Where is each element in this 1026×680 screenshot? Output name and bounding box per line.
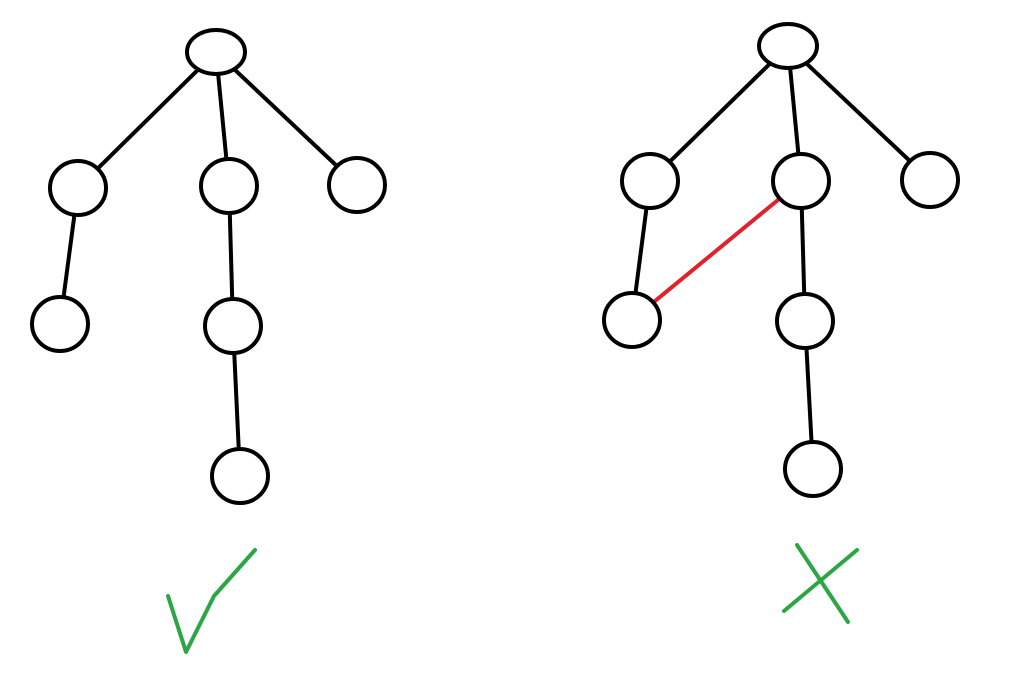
invalid-tree-extra-edge-grandchild-left-to-child-middle [651,196,782,305]
valid-tree-edge-root-to-child-middle [216,71,229,162]
valid-tree-node-child-middle [199,157,259,215]
cross-icon [782,543,859,624]
invalid-tree-edge-child-left-to-grandchild-left [633,205,649,296]
invalid-tree-node-child-middle [771,152,831,210]
invalid-tree-node-grandchild-left [602,291,662,349]
invalid-tree-node-root [757,22,819,70]
edges-layer [61,61,912,452]
valid-tree-node-child-right [327,156,387,214]
checkmark-icon [166,548,257,654]
cross-icon-stroke-2 [782,548,859,613]
invalid-tree-edge-root-to-child-right [804,61,912,164]
invalid-tree-node-grandchild-middle [775,292,835,350]
invalid-tree-edge-grandchild-middle-to-great-grandchild [804,345,814,445]
valid-tree-node-great-grandchild [210,447,270,505]
nodes-layer [30,22,960,505]
valid-tree-node-root [185,28,247,76]
invalid-tree-edge-child-middle-to-grandchild-middle [799,205,807,297]
invalid-tree-node-child-left [620,152,680,210]
invalid-tree-node-great-grandchild [783,440,843,498]
valid-tree-edge-root-to-child-right [232,67,339,169]
verdict-marks-layer [166,543,859,654]
valid-tree-edge-child-left-to-grandchild-left [61,212,77,300]
invalid-tree-edge-root-to-child-middle [788,65,801,157]
invalid-tree-node-child-right [900,151,960,209]
valid-tree-node-child-left [48,159,108,217]
invalid-tree-edge-root-to-child-left [667,61,773,164]
cross-icon-stroke-1 [795,543,850,624]
valid-tree-node-grandchild-left [30,295,90,353]
valid-tree-edge-grandchild-middle-to-great-grandchild [232,350,241,452]
valid-tree-edge-child-middle-to-grandchild-middle [227,210,235,302]
valid-tree-edge-root-to-child-left [95,67,201,171]
valid-tree-node-grandchild-middle [203,297,263,355]
checkmark-icon-stroke-1 [166,548,257,654]
